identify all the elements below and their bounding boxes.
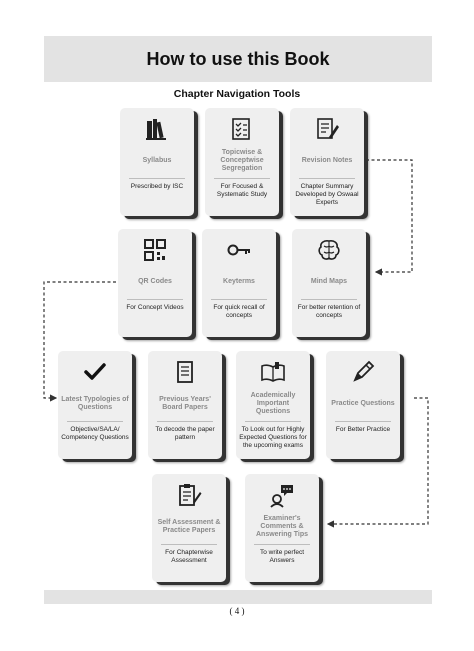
card-name: Syllabus xyxy=(142,156,172,164)
divider xyxy=(245,421,301,422)
card-desc: To write perfect Answers xyxy=(259,549,305,564)
notes-pen-icon xyxy=(314,116,340,142)
card-topicwise: Topicwise & Conceptwise Segregation For … xyxy=(205,108,279,216)
card-desc: To decode the paper pattern xyxy=(155,426,215,441)
card-practice-questions: Practice Questions For Better Practice xyxy=(326,351,400,459)
card-name: Practice Questions xyxy=(331,399,395,407)
card-desc: Objective/SA/LA/ Competency Questions xyxy=(61,426,129,441)
card-name: Topicwise & Conceptwise Segregation xyxy=(220,148,264,173)
card-revision-notes: Revision Notes Chapter Summary Developed… xyxy=(290,108,364,216)
divider xyxy=(301,299,357,300)
divider xyxy=(127,299,183,300)
card-desc: For better retention of concepts xyxy=(297,304,361,319)
section-title: Chapter Navigation Tools xyxy=(173,88,301,100)
card-name: Academically Important Questions xyxy=(250,391,296,416)
card-desc: For Concept Videos xyxy=(126,304,184,311)
card-name: QR Codes xyxy=(138,277,172,285)
card-name: Self Assessment & Practice Papers xyxy=(157,518,221,534)
divider xyxy=(214,178,270,179)
card-name: Keyterms xyxy=(223,277,255,285)
card-examiners-comments: Examiner's Comments & Answering Tips To … xyxy=(245,474,319,582)
card-qr-codes: QR Codes For Concept Videos xyxy=(118,229,192,337)
divider xyxy=(335,421,391,422)
card-latest-typologies: Latest Typologies of Questions Objective… xyxy=(58,351,132,459)
card-name: Mind Maps xyxy=(310,277,348,285)
card-desc: For Focused & Systematic Study xyxy=(216,183,268,198)
page-number: ( 4 ) xyxy=(229,606,245,616)
divider xyxy=(67,421,123,422)
footer-band xyxy=(44,590,432,604)
card-desc: Chapter Summary Developed by Oswaal Expe… xyxy=(295,183,359,206)
title-band: How to use this Book xyxy=(44,36,432,82)
card-name: Previous Years' Board Papers xyxy=(159,395,211,411)
divider xyxy=(254,544,310,545)
card-self-assessment: Self Assessment & Practice Papers For Ch… xyxy=(152,474,226,582)
card-academically-important: Academically Important Questions To Look… xyxy=(236,351,310,459)
divider xyxy=(299,178,355,179)
clipboard-pen-icon xyxy=(176,482,202,508)
card-desc: For quick recall of concepts xyxy=(213,304,265,319)
books-icon xyxy=(144,116,170,142)
card-keyterms: Keyterms For quick recall of concepts xyxy=(202,229,276,337)
card-desc: To Look out for Highly Expected Question… xyxy=(239,426,307,449)
divider xyxy=(161,544,217,545)
card-mind-maps: Mind Maps For better retention of concep… xyxy=(292,229,366,337)
card-name: Revision Notes xyxy=(301,156,353,164)
speech-icon xyxy=(269,482,295,508)
card-name: Latest Typologies of Questions xyxy=(61,395,129,411)
qr-code-icon xyxy=(142,237,168,263)
card-desc: For Better Practice xyxy=(335,426,391,433)
divider xyxy=(211,299,267,300)
card-previous-years: Previous Years' Board Papers To decode t… xyxy=(148,351,222,459)
key-icon xyxy=(226,237,252,263)
page-title: How to use this Book xyxy=(146,48,330,69)
open-book-icon xyxy=(260,359,286,385)
card-syllabus: Syllabus Prescribed by ISC xyxy=(120,108,194,216)
divider xyxy=(157,421,213,422)
card-desc: For Chapterwise Assessment xyxy=(165,549,213,564)
checkmark-icon xyxy=(82,359,108,385)
document-icon xyxy=(172,359,198,385)
card-name: Examiner's Comments & Answering Tips xyxy=(256,514,308,539)
brain-icon xyxy=(316,237,342,263)
divider xyxy=(129,178,185,179)
card-desc: Prescribed by ISC xyxy=(130,183,184,190)
checklist-icon xyxy=(229,116,255,142)
pencil-icon xyxy=(350,359,376,385)
